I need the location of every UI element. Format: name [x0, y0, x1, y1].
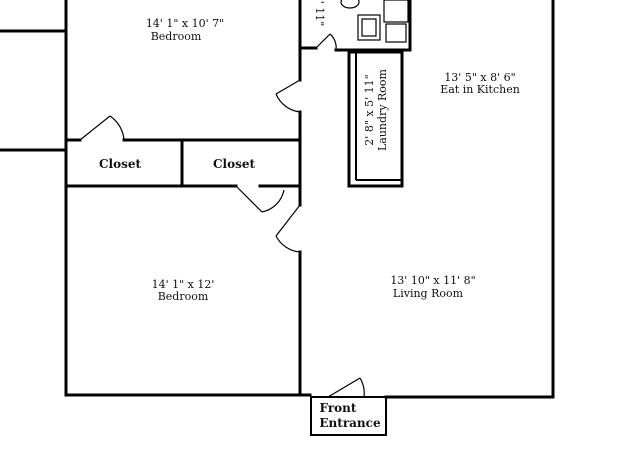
entrance-label-line2: Entrance	[319, 416, 381, 430]
living-room-dims: 13' 10" x 11' 8"	[390, 274, 475, 287]
front-entrance-box	[310, 396, 387, 436]
door-swing	[109, 115, 125, 141]
door-swing	[275, 93, 301, 113]
cabinet-icon	[385, 23, 407, 43]
laundry-dims: 2' 8" x 5' 11"	[363, 74, 376, 145]
closet-right-label: Closet	[213, 157, 256, 171]
door-leaf	[275, 79, 301, 95]
bath-dims: 6' 11"	[313, 0, 326, 26]
kitchen-name: Eat in Kitchen	[440, 83, 520, 96]
kitchen-fixtures	[340, 0, 409, 43]
door-swing	[359, 377, 365, 398]
door-leaf	[327, 377, 361, 398]
door-leaf	[79, 115, 111, 141]
bedroom-top-dims: 14' 1" x 10' 7"	[146, 17, 224, 30]
living-room-name: Living Room	[393, 287, 464, 300]
kitchen-dims: 13' 5" x 8' 6"	[444, 71, 515, 84]
sink-icon	[383, 0, 409, 23]
stove-burner-icon	[361, 18, 377, 37]
walls	[0, 0, 555, 399]
laundry-room-wall	[347, 50, 404, 188]
laundry-name: Laundry Room	[376, 68, 389, 151]
bedroom-bottom-name: Bedroom	[158, 290, 209, 303]
door-leaf	[275, 204, 301, 237]
door-swing	[261, 189, 285, 213]
bedroom-bottom-dims: 14' 1" x 12'	[152, 278, 215, 291]
door-swing	[275, 235, 301, 253]
door-leaf	[315, 33, 331, 49]
doors	[79, 33, 365, 398]
entrance-label-line1: Front	[320, 401, 357, 415]
toilet-icon	[340, 0, 360, 9]
closet-left-label: Closet	[99, 157, 142, 171]
bedroom-top-name: Bedroom	[151, 30, 202, 43]
door-swing	[329, 33, 337, 51]
door-leaf	[235, 185, 263, 213]
